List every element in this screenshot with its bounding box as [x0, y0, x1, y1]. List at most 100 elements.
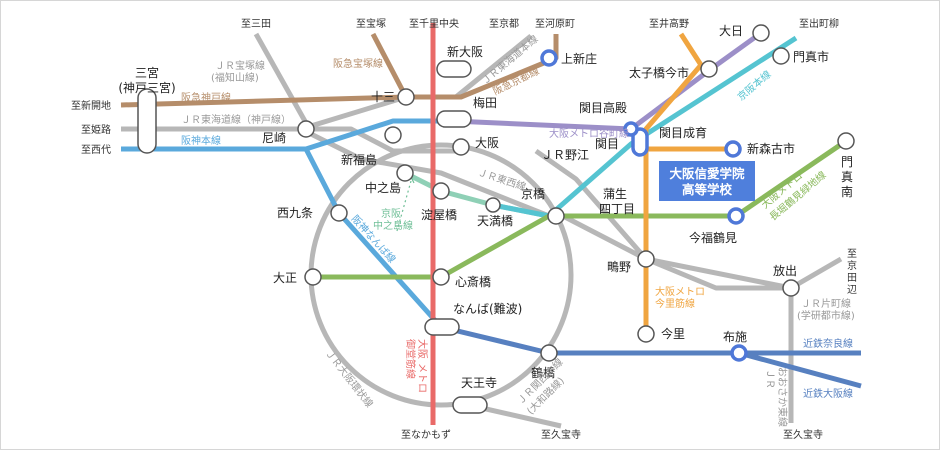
line-jr-takarazuka-2: (福知山線)	[211, 71, 259, 84]
kadomashi-station[interactable]	[772, 47, 790, 65]
line-jr-loop: ＪＲ大阪環状線	[323, 347, 376, 410]
keihan-main-line	[492, 35, 798, 219]
hanaten-station[interactable]	[782, 279, 800, 297]
shinsaibashi-station[interactable]	[432, 268, 450, 286]
shinmoriguchi-station[interactable]	[724, 140, 742, 158]
dest-shinkaichi: 至新開地	[71, 99, 111, 112]
kyobashi-station[interactable]	[547, 207, 565, 225]
line-hanshin-main: 阪神本線	[181, 134, 221, 147]
nakanoshima-station[interactable]	[396, 164, 414, 182]
hanshin-main-line	[121, 118, 453, 152]
taisho-station[interactable]	[304, 268, 322, 286]
label-gamo-2: 四丁目	[599, 202, 635, 216]
line-kintetsu-osaka: 近鉄大阪線	[803, 387, 853, 400]
school-type: 高等学校	[682, 182, 733, 197]
amagasaki-station[interactable]	[297, 120, 315, 138]
label-sekime: 関目	[595, 137, 619, 151]
line-imazatosuji-1: 大阪メトロ	[655, 285, 705, 298]
dest-kyoto: 至京都	[489, 17, 519, 30]
line-jr-katamachi-2: (学研都市線)	[797, 309, 855, 322]
line-jr-osakahigashi-1: ＪＲ	[764, 369, 775, 389]
dest-takarazuka: 至宝塚	[356, 17, 386, 30]
label-yodoyabashi: 淀屋橋	[421, 208, 457, 222]
line-midosuji-2: メトロ	[416, 363, 427, 393]
label-nishikujo: 西九条	[277, 206, 313, 220]
line-hankyu-kobe: 阪急神戸線	[181, 91, 231, 104]
juso-station[interactable]	[397, 88, 415, 106]
dest-nakamozu: 至なかもず	[401, 429, 451, 441]
station-labels: 三宮 (神戸三宮) 尼崎 新福島 中之島 西九条 大正 十三 新大阪 梅田 大阪…	[118, 24, 853, 390]
line-midosuji-3: 御堂筋線	[404, 339, 417, 379]
school-box[interactable]: 大阪信愛学院 高等学校	[659, 161, 755, 201]
shigino-station[interactable]	[637, 250, 655, 268]
sannomiya-station[interactable]	[137, 88, 157, 154]
nishikujo-station[interactable]	[330, 204, 348, 222]
label-dainichi: 大日	[719, 24, 743, 38]
jr-tokaido-line	[454, 34, 533, 99]
label-kyobashi: 京橋	[521, 187, 545, 201]
label-shinfukushima: 新福島	[341, 152, 377, 167]
label-kadomaminami-2: 真	[841, 170, 853, 184]
shinfukushima-station[interactable]	[384, 126, 402, 144]
fuse-station[interactable]	[730, 344, 748, 362]
line-hankyu-takarazuka: 阪急宝塚線	[333, 57, 383, 70]
tennoji-station[interactable]	[452, 396, 488, 414]
dest-himeji: 至姫路	[81, 123, 111, 136]
jr-takarazuka-line	[253, 32, 309, 125]
line-tanimachi: 大阪メトロ谷町線	[549, 127, 629, 140]
label-osaka: 大阪	[475, 136, 499, 150]
jr-kansai-line	[472, 403, 562, 429]
label-fuse: 布施	[723, 330, 747, 344]
label-imafukutsurumi: 今福鶴見	[689, 230, 737, 245]
line-jr-osakahigashi-2: おおさか東線	[776, 367, 789, 427]
label-shigino: 鴫野	[607, 260, 631, 274]
line-keihan-nakanoshima-1: 京阪	[381, 207, 401, 220]
umeda-station[interactable]	[436, 110, 472, 128]
osaka-station[interactable]	[452, 138, 470, 156]
dest-kyotanabe-4: 辺	[847, 284, 857, 296]
label-tennoji: 天王寺	[461, 376, 497, 390]
nagahori-line	[313, 138, 848, 280]
label-imazato: 今里	[661, 326, 685, 341]
kintetsu-osaka-line	[738, 350, 862, 389]
destination-labels: 至新開地 至姫路 至西代 至三田 至宝塚 至千里中央 至京都 至河原町 至井高野…	[71, 17, 857, 441]
label-shinosaka: 新大阪	[447, 44, 483, 59]
tsuruhashi-station[interactable]	[540, 344, 558, 362]
kadomaminami-station[interactable]	[837, 132, 855, 150]
label-tsuruhashi: 鶴橋	[531, 365, 555, 380]
label-nakanoshima: 中之島	[365, 180, 401, 195]
label-amagasaki: 尼崎	[262, 131, 286, 145]
dest-idakano: 至井高野	[649, 17, 689, 30]
jr-tozai-line	[299, 126, 550, 219]
label-taisho: 大正	[273, 271, 297, 285]
dest-nishidai: 至西代	[81, 144, 111, 156]
dest-demachiyanagi: 至出町柳	[799, 17, 839, 30]
namba-station[interactable]	[424, 318, 460, 336]
label-gamo-1: 蒲生	[603, 187, 627, 201]
jr-kobe-east	[301, 126, 461, 154]
taishibashi-station[interactable]	[700, 60, 718, 78]
label-kadomaminami-3: 南	[841, 184, 853, 199]
line-imazatosuji-2: 今里筋線	[655, 297, 695, 310]
sekimetakadono-station[interactable]	[623, 121, 639, 137]
dest-kawaramachi: 至河原町	[535, 18, 575, 30]
kamishinjo-station[interactable]	[540, 49, 558, 67]
yodoyabashi-station[interactable]	[432, 182, 450, 200]
temmabashi-station[interactable]	[485, 197, 501, 213]
sekime-station[interactable]	[631, 127, 649, 157]
jr-katamachi-line	[548, 212, 843, 291]
label-sannomiya-2: (神戸三宮)	[118, 80, 175, 95]
shinosaka-station[interactable]	[436, 60, 472, 78]
nakanoshima-pointer	[396, 180, 412, 232]
label-shinsaibashi: 心斎橋	[455, 274, 491, 289]
label-hanaten: 放出	[773, 263, 797, 278]
imafukutsurumi-station[interactable]	[727, 207, 745, 225]
label-jr-noe: ＪＲ野江	[541, 148, 589, 162]
imazato-station[interactable]	[637, 325, 655, 343]
hankyu-takarazuka-line	[370, 32, 409, 99]
dainichi-station[interactable]	[752, 24, 770, 42]
label-juso: 十三	[371, 90, 395, 104]
school-name: 大阪信愛学院	[669, 166, 745, 181]
